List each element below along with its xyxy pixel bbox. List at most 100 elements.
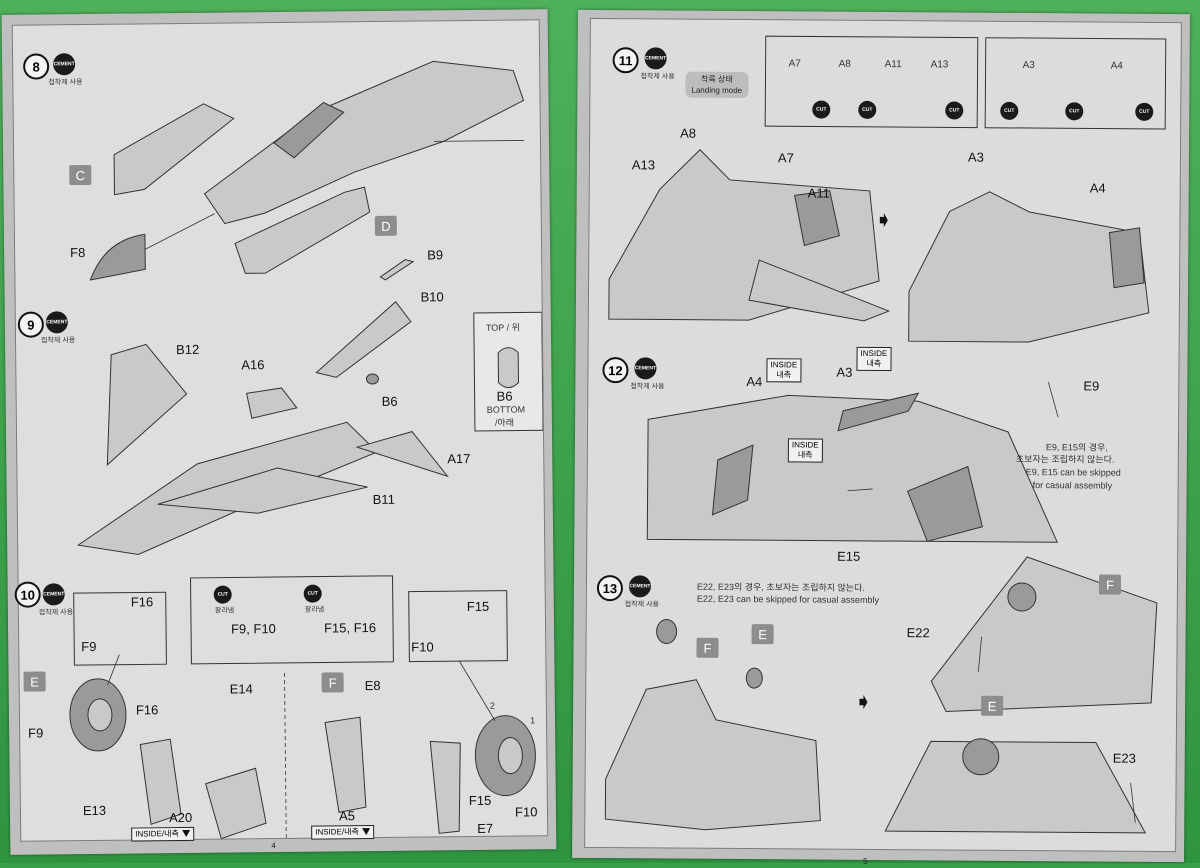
part-label-e23: E23 <box>1112 750 1136 766</box>
skip-note-en-13: E22, E23 can be skipped for casual assem… <box>696 593 879 605</box>
part-label-a20: A20 <box>168 809 193 826</box>
orientation-bottom-label-kr: /아래 <box>494 417 515 428</box>
part-label-a3: A3 <box>967 149 984 165</box>
part-label-b10: B10 <box>420 289 444 305</box>
orientation-part-label: B6 <box>496 388 513 404</box>
cut-icon: CUT <box>1135 102 1154 121</box>
part-label-e8: E8 <box>364 677 381 694</box>
cement-icon: CEMENT <box>53 53 76 76</box>
page-right-frame: 11 CEMENT 접착제 사용 착륙 상태 Landing mode A7 A… <box>584 17 1182 866</box>
part-label-a17: A17 <box>447 450 471 467</box>
part-label-a4: A4 <box>1089 180 1106 196</box>
cement-icon: CEMENT <box>628 575 652 598</box>
cement-caption: 접착제 사용 <box>38 609 74 617</box>
next-arrow-icon: ➧ <box>854 688 873 714</box>
order-mark-1: 1 <box>529 715 536 726</box>
cut-icon: CUT <box>858 100 877 119</box>
cut-icon: CUT <box>303 584 322 603</box>
cut-part-a4: A4 <box>1110 60 1123 72</box>
part-label-a11: A11 <box>807 185 830 201</box>
part-tag-f: F <box>321 672 344 693</box>
part-label-e9: E9 <box>1083 378 1100 394</box>
orientation-top-label: TOP / 위 <box>485 322 520 333</box>
part-label-f9: F9 <box>81 638 97 655</box>
part-label-f9-f10: F9, F10 <box>230 621 276 637</box>
cut-icon: CUT <box>945 101 964 120</box>
landing-mode-badge: 착륙 상태 Landing mode <box>685 71 749 99</box>
page-left-frame: 8 CEMENT 접착제 사용 C D F8 9 CEMENT 접착제 사용 B… <box>11 19 549 850</box>
cut-caption: 잘라냄 <box>214 607 235 615</box>
next-arrow-icon: ➧ <box>874 206 894 233</box>
part-tag-d: D <box>374 215 397 236</box>
skip-note-kr-2: 초보자는 조립하지 않는다. <box>1015 453 1115 465</box>
part-tag-e: E <box>23 671 46 692</box>
cut-part-a11: A11 <box>884 59 902 71</box>
cement-icon: CEMENT <box>644 47 667 70</box>
step-9-number: 9 <box>17 311 44 338</box>
step-11-number: 11 <box>612 47 639 74</box>
cut-icon: CUT <box>1000 101 1019 120</box>
part-label-f15-f16: F15, F16 <box>323 619 377 636</box>
cement-caption: 접착제 사용 <box>40 337 76 345</box>
inside-note-right: INSIDE/내측 <box>311 825 374 840</box>
step8-9-10-drawing <box>69 60 544 840</box>
part-label-f16-b: F16 <box>135 702 159 718</box>
part-label-a4: A4 <box>746 374 763 390</box>
page-number-right: 5 <box>862 856 868 866</box>
step-12-number: 12 <box>602 357 629 384</box>
cement-caption: 접착제 사용 <box>624 601 659 609</box>
instruction-page-left: 8 CEMENT 접착제 사용 C D F8 9 CEMENT 접착제 사용 B… <box>1 9 557 855</box>
part-label-f9-b: F9 <box>28 725 44 741</box>
part-label-f16: F16 <box>130 594 154 610</box>
part-label-f10: F10 <box>411 639 434 655</box>
part-label-a3: A3 <box>836 364 853 380</box>
inside-note-left: INSIDE/내측 <box>131 826 194 842</box>
skip-note-kr-13: E22, E23의 경우, 초보자는 조립하지 않는다. <box>696 581 865 593</box>
part-label-a13: A13 <box>631 157 656 173</box>
cut-part-a8: A8 <box>838 58 851 70</box>
cement-caption: 접착제 사용 <box>630 383 665 391</box>
part-tag-c: C <box>69 164 92 186</box>
part-label-a8: A8 <box>680 125 697 141</box>
part-label-b12: B12 <box>176 341 200 358</box>
part-label-f15-b: F15 <box>468 792 492 809</box>
part-label-e7: E7 <box>477 820 494 836</box>
step-13-number: 13 <box>596 575 624 602</box>
landing-mode-en: Landing mode <box>691 85 743 96</box>
part-label-f8: F8 <box>70 245 86 261</box>
part-label-b6: B6 <box>381 393 398 409</box>
cut-part-a7: A7 <box>788 58 801 70</box>
part-label-b9: B9 <box>427 247 444 263</box>
part-tag-f-right: F <box>1098 574 1122 595</box>
cut-part-a3: A3 <box>1022 59 1035 72</box>
part-label-a7: A7 <box>777 150 794 166</box>
cut-icon: CUT <box>1065 102 1084 121</box>
step11-12-13-drawing <box>604 35 1167 834</box>
order-mark-2: 2 <box>489 700 495 711</box>
page-number-left: 4 <box>271 841 276 851</box>
part-label-a16: A16 <box>241 357 265 373</box>
cement-caption: 접착제 사용 <box>640 73 675 81</box>
part-tag-e: E <box>751 624 774 645</box>
cut-caption: 잘라냄 <box>304 606 325 614</box>
part-label-f10-b: F10 <box>514 804 538 820</box>
part-label-e14: E14 <box>229 681 253 697</box>
cut-icon: CUT <box>213 585 232 604</box>
step-10-number: 10 <box>14 581 41 608</box>
step-8-number: 8 <box>23 53 50 80</box>
landing-mode-kr: 착륙 상태 <box>700 74 733 84</box>
part-label-e15: E15 <box>837 548 861 564</box>
instruction-page-right: 11 CEMENT 접착제 사용 착륙 상태 Landing mode A7 A… <box>572 9 1190 866</box>
part-tag-f: F <box>696 637 719 658</box>
cement-icon: CEMENT <box>634 357 657 380</box>
skip-note-en-1: E9, E15 can be skipped <box>1025 467 1121 478</box>
cut-part-a13: A13 <box>930 59 949 71</box>
part-label-e22: E22 <box>906 625 930 641</box>
cement-icon: CEMENT <box>42 583 65 606</box>
part-label-e13: E13 <box>82 802 107 819</box>
part-label-b11: B11 <box>372 491 395 508</box>
orientation-bottom-label: BOTTOM <box>486 404 526 415</box>
